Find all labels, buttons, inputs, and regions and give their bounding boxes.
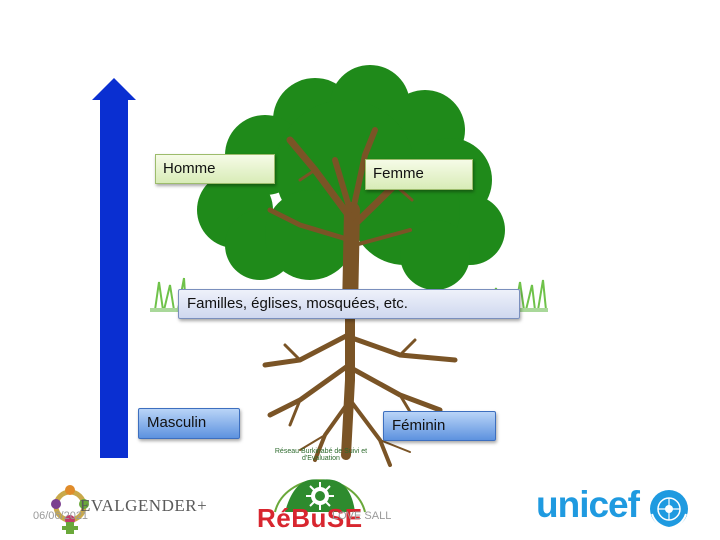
rebuse-arc-text: Réseau Burkinabé de Suivi et d'Evaluatio…: [274, 448, 368, 462]
unicef-wordmark: unicef: [536, 484, 640, 525]
evalgender-wordmark: EVALGENDER+: [80, 496, 208, 515]
label-feminin: Féminin: [383, 411, 496, 441]
rebuse-wordmark: RéBuSE: [257, 503, 363, 533]
label-femme: Femme: [365, 159, 473, 190]
label-homme: Homme: [155, 154, 275, 184]
footer-author: LOVE SALL: [332, 510, 392, 522]
label-masculin: Masculin: [138, 408, 240, 439]
label-familles: Familles, églises, mosquées, etc.: [178, 289, 520, 319]
tree-roots: [262, 307, 458, 467]
evalgender-emblem: [51, 485, 89, 534]
rebuse-emblem: [274, 479, 366, 513]
upward-arrow: [92, 78, 136, 458]
unicef-emblem: [650, 490, 688, 530]
footer-date: 06/06/2021: [33, 510, 89, 522]
